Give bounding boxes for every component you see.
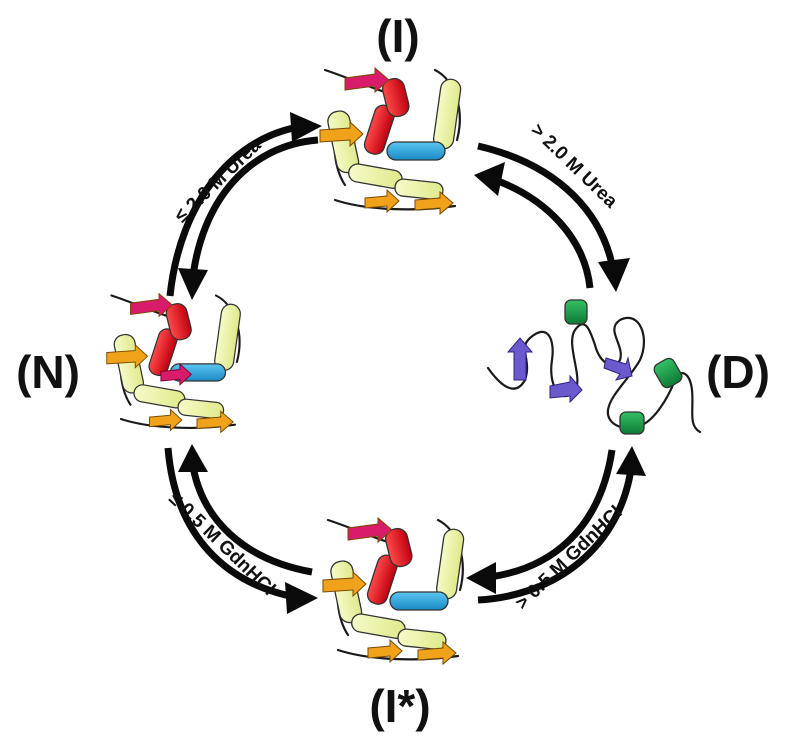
arrowhead-Istar-to-N	[178, 444, 208, 472]
arrowhead-Istar-to-D	[616, 446, 646, 476]
arrowhead-I-to-D	[598, 258, 630, 292]
protein-cartoon-folded-icon	[318, 66, 463, 216]
arrowhead-N-to-I	[290, 112, 322, 142]
arrow-D-to-Istar	[479, 449, 616, 582]
arrowhead-I-to-N	[178, 268, 208, 300]
arrow-Istar-to-D	[477, 461, 636, 604]
protein-cartoon-unfolded-icon	[486, 299, 702, 435]
state-label-I-star: (I*)	[369, 680, 430, 732]
state-label-D: (D)	[706, 346, 770, 398]
arrowhead-D-to-Istar	[466, 562, 496, 594]
condition-label-bottom-left: ≤ 0.5 M GdnHCl	[164, 488, 279, 600]
protein-cartoon-native-icon	[105, 292, 243, 434]
arrow-N-to-Istar	[164, 447, 301, 602]
arrow-I-to-N	[188, 136, 319, 286]
condition-label-bottom-right: > 0.5 M GdnHCl	[512, 502, 627, 614]
arrowhead-D-to-I	[474, 162, 505, 196]
protein-cartoon-intermediate-icon	[321, 516, 466, 666]
state-label-N: (N)	[16, 346, 80, 398]
arrow-N-to-I	[166, 122, 306, 297]
condition-label-top-left: ≤ 2.0 M Urea	[171, 135, 266, 227]
state-label-I: (I)	[376, 10, 419, 62]
arrowhead-N-to-Istar	[285, 582, 318, 614]
arrow-D-to-I	[488, 174, 594, 289]
arrow-Istar-to-N	[188, 459, 313, 576]
transition-arrows	[164, 112, 646, 614]
arrow-I-to-D	[477, 142, 618, 276]
